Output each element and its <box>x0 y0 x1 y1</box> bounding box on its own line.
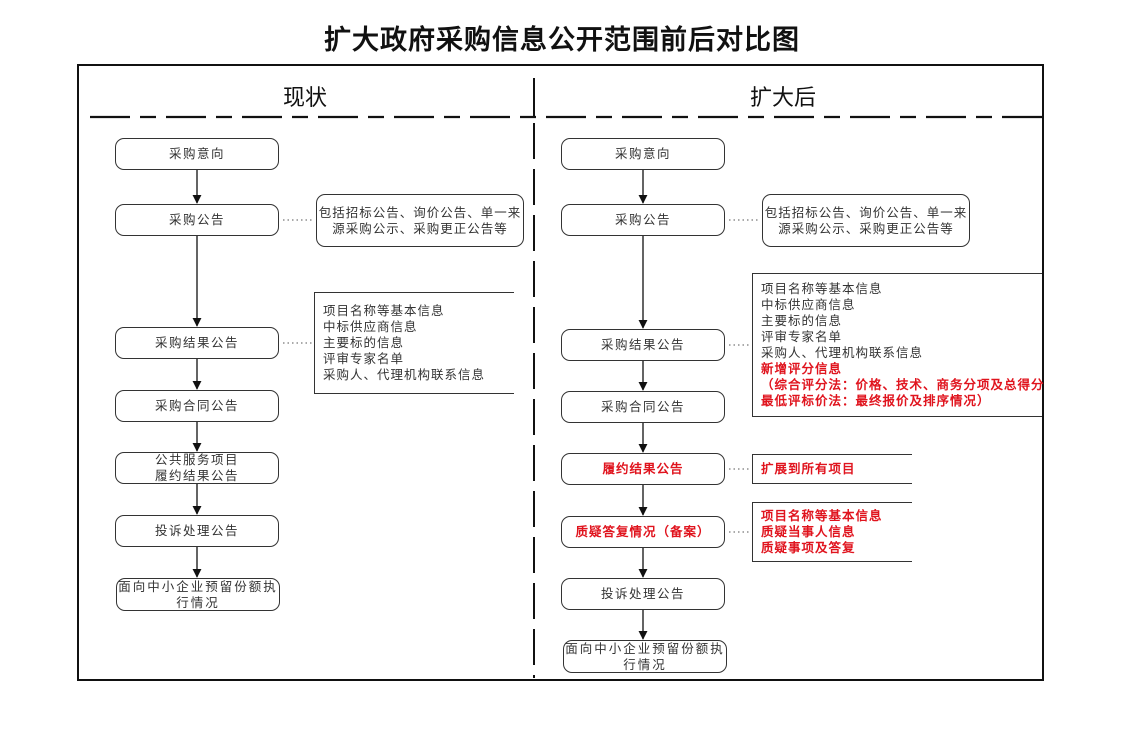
note-line-new-scoring: （综合评分法：价格、技术、商务分项及总得分 <box>761 377 1045 392</box>
right-step-announcement: 采购公告 <box>561 204 725 236</box>
left-step-result: 采购结果公告 <box>115 327 279 359</box>
note-line: 项目名称等基本信息 <box>761 281 883 296</box>
left-step-contract: 采购合同公告 <box>115 390 279 422</box>
right-note-announcement-types: 包括招标公告、询价公告、单一来 源采购公示、采购更正公告等 <box>762 194 970 247</box>
column-heading-current: 现状 <box>282 86 327 111</box>
left-step-intent: 采购意向 <box>115 138 279 170</box>
note-line: 主要标的信息 <box>761 313 843 328</box>
left-step-sme-reserve: 面向中小企业预留份额执 行情况 <box>116 578 280 611</box>
note-line: 项目名称等基本信息 <box>761 508 883 523</box>
note-line: 评审专家名单 <box>323 351 405 366</box>
note-line: 项目名称等基本信息 <box>323 303 445 318</box>
left-step-announcement: 采购公告 <box>115 204 279 236</box>
diagram-title: 扩大政府采购信息公开范围前后对比图 <box>324 25 800 56</box>
right-note-result-contents: 项目名称等基本信息 中标供应商信息 主要标的信息 评审专家名单 采购人、代理机构… <box>752 273 1045 417</box>
left-note-result-contents: 项目名称等基本信息 中标供应商信息 主要标的信息 评审专家名单 采购人、代理机构… <box>314 292 514 394</box>
right-step-intent: 采购意向 <box>561 138 725 170</box>
note-line-new-scoring: 新增评分信息 <box>761 361 843 376</box>
note-line: 中标供应商信息 <box>323 319 418 334</box>
note-line-new-scoring: 最低评标价法：最终报价及排序情况） <box>761 393 991 408</box>
column-heading-expanded: 扩大后 <box>749 86 816 111</box>
left-step-complaint: 投诉处理公告 <box>115 515 279 547</box>
left-note-announcement-types: 包括招标公告、询价公告、单一来 源采购公示、采购更正公告等 <box>316 194 524 247</box>
right-step-contract: 采购合同公告 <box>561 391 725 423</box>
right-step-sme-reserve: 面向中小企业预留份额执 行情况 <box>563 640 727 673</box>
right-note-performance-scope: 扩展到所有项目 <box>752 454 912 484</box>
note-line: 采购人、代理机构联系信息 <box>761 345 924 360</box>
right-step-performance: 履约结果公告 <box>561 453 725 485</box>
left-step-performance: 公共服务项目 履约结果公告 <box>115 452 279 484</box>
right-step-query-reply: 质疑答复情况（备案） <box>561 516 725 548</box>
note-line: 质疑当事人信息 <box>761 524 856 539</box>
note-line: 采购人、代理机构联系信息 <box>323 367 486 382</box>
note-line: 评审专家名单 <box>761 329 843 344</box>
right-step-complaint: 投诉处理公告 <box>561 578 725 610</box>
note-line: 主要标的信息 <box>323 335 405 350</box>
right-step-result: 采购结果公告 <box>561 329 725 361</box>
note-line: 中标供应商信息 <box>761 297 856 312</box>
diagram-frame <box>77 64 1044 681</box>
note-line: 质疑事项及答复 <box>761 540 856 555</box>
right-note-query-contents: 项目名称等基本信息 质疑当事人信息 质疑事项及答复 <box>752 502 912 562</box>
note-line: 扩展到所有项目 <box>761 461 856 476</box>
